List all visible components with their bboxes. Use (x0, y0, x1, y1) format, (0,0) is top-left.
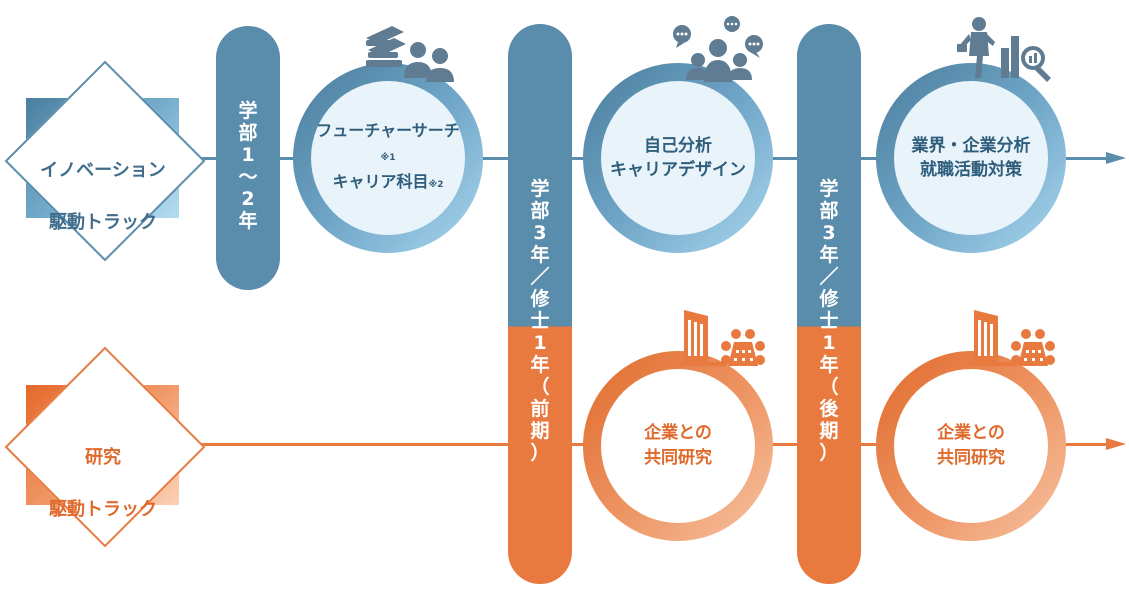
circle-future-search: フューチャーサーチ ※1 キャリア科目※2 (293, 63, 483, 253)
discussion-group-icon (673, 16, 763, 82)
circle-joint-research-2: 企業との 共同研究 (876, 351, 1066, 541)
circle-future-search-line2: キャリア科目 (332, 172, 429, 191)
pill-char: 部 (238, 122, 258, 144)
pill-char: 前 (530, 398, 550, 420)
pill-char: 後 (819, 398, 839, 420)
circle-joint-research-1-inner: 企業との 共同研究 (601, 369, 755, 523)
circle-joint-research-1-line1: 企業との (644, 423, 712, 443)
circle-industry-analysis-line2: 就職活動対策 (920, 160, 1022, 180)
pill-char: 年 (238, 210, 258, 232)
circle-future-search-line1: フューチャーサーチ (316, 121, 460, 140)
note-mark-2: ※2 (428, 180, 444, 190)
innovation-track-label: イノベーション 駆動トラック (13, 132, 193, 262)
pill-char: 〜 (238, 166, 258, 188)
circle-self-analysis-line1: 自己分析 (644, 136, 712, 156)
pill-char: ） (530, 442, 550, 464)
pill-char: 学 (530, 178, 550, 200)
innovation-track-label-line1: イノベーション (40, 160, 166, 181)
pill-char: 年 (819, 244, 839, 266)
pill-char: 修 (819, 288, 839, 310)
pill-char: 期 (819, 420, 839, 442)
company-meeting-icon (678, 310, 765, 366)
circle-industry-analysis: 業界・企業分析 就職活動対策 (876, 63, 1066, 253)
circle-joint-research-2-inner: 企業との 共同研究 (894, 369, 1048, 523)
pill-char: 3 (533, 222, 547, 244)
pill-char: 士 (819, 310, 839, 332)
innovation-track-label-line2: 駆動トラック (49, 212, 157, 233)
pill-char: ／ (819, 266, 839, 288)
research-track-label: 研究 駆動トラック (13, 419, 193, 549)
circle-joint-research-2-line2: 共同研究 (937, 448, 1005, 468)
pill-year3-second-half: 学 部 3 年 ／ 修 士 1 年 （ 後 期 ） (797, 24, 861, 584)
pill-char: 士 (530, 310, 550, 332)
circle-joint-research-1-line2: 共同研究 (644, 448, 712, 468)
circle-self-analysis-inner: 自己分析 キャリアデザイン (601, 81, 755, 235)
pill-char: 年 (530, 354, 550, 376)
circle-industry-analysis-inner: 業界・企業分析 就職活動対策 (894, 81, 1048, 235)
pill-char: 1 (533, 332, 547, 354)
pill-char: （ (530, 376, 550, 398)
circle-future-search-inner: フューチャーサーチ ※1 キャリア科目※2 (311, 81, 465, 235)
books-people-icon (366, 26, 454, 82)
pill-year3-first-half: 学 部 3 年 ／ 修 士 1 年 （ 前 期 ） (508, 24, 572, 584)
pill-char: ） (819, 442, 839, 464)
circle-self-analysis: 自己分析 キャリアデザイン (583, 63, 773, 253)
businessman-analysis-icon (957, 17, 1051, 82)
company-meeting-icon (968, 310, 1055, 366)
circle-joint-research-2-line1: 企業との (937, 423, 1005, 443)
pill-char: 部 (530, 200, 550, 222)
research-track-label-line2: 駆動トラック (49, 499, 157, 520)
pill-char: 2 (241, 188, 255, 210)
pill-char: 学 (238, 100, 258, 122)
research-track-arrowhead (1106, 438, 1126, 450)
pill-char: 部 (819, 200, 839, 222)
pill-char: 1 (241, 144, 255, 166)
pill-char: 1 (822, 332, 836, 354)
research-track-label-line1: 研究 (85, 447, 121, 468)
circle-joint-research-1: 企業との 共同研究 (583, 351, 773, 541)
pill-char: （ (819, 376, 839, 398)
pill-char: 年 (530, 244, 550, 266)
pill-char: 修 (530, 288, 550, 310)
pill-undergrad-1-2: 学 部 1 〜 2 年 (216, 26, 280, 290)
circle-self-analysis-line2: キャリアデザイン (610, 160, 746, 180)
note-mark-1: ※1 (380, 153, 396, 163)
circle-industry-analysis-line1: 業界・企業分析 (911, 136, 1031, 156)
innovation-track-arrowhead (1106, 152, 1126, 164)
pill-char: 学 (819, 178, 839, 200)
pill-char: ／ (530, 266, 550, 288)
pill-char: 年 (819, 354, 839, 376)
pill-char: 期 (530, 420, 550, 442)
pill-char: 3 (822, 222, 836, 244)
